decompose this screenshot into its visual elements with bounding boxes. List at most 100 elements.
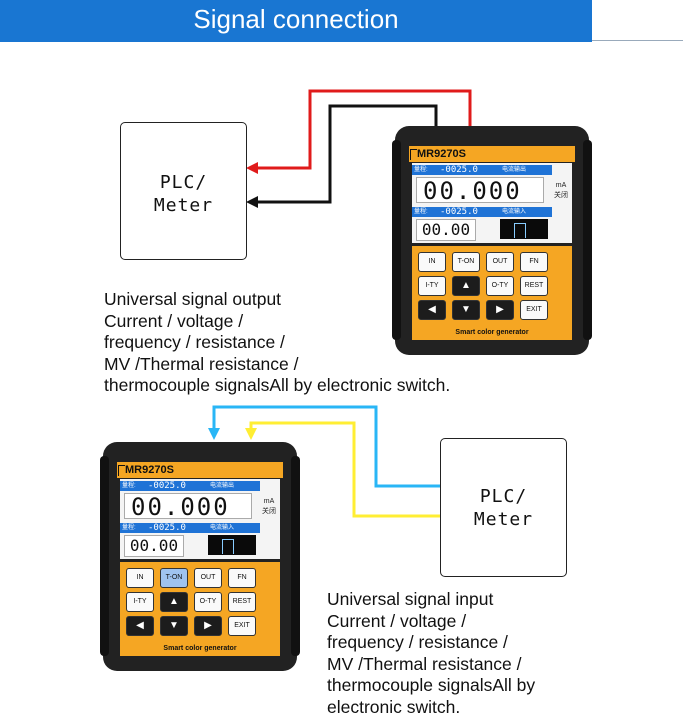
unit-ma: mA xyxy=(263,498,275,505)
mode-tag: 电流输入 xyxy=(210,525,235,531)
range-label: 量程: xyxy=(414,167,428,173)
right-arrow-icon-button[interactable]: ▶ xyxy=(486,300,514,320)
key-t-on-button[interactable]: T-ON xyxy=(160,568,188,588)
left-arrow-icon-button[interactable]: ◀ xyxy=(418,300,446,320)
key-out-button[interactable]: OUT xyxy=(194,568,222,588)
description-line: electronic switch. xyxy=(327,696,461,717)
device-screen: 量程: -0025.0 电流输出 00.000 mA 关闭 量程: -0025.… xyxy=(412,163,572,243)
yellow-arrow-icon xyxy=(245,428,257,440)
mode-tag: 电流输出 xyxy=(502,167,527,173)
right-arrow-icon-button[interactable]: ▶ xyxy=(194,616,222,636)
header-divider xyxy=(592,40,683,41)
output-description: Universal signal output Current / voltag… xyxy=(104,289,450,397)
key-fn-button[interactable]: FN xyxy=(520,252,548,272)
description-line: Current / voltage / xyxy=(104,310,244,331)
key-fn-button[interactable]: FN xyxy=(228,568,256,588)
range-value: -0025.0 xyxy=(440,165,478,175)
screen-input-row: 量程: -0025.0 电流输入 xyxy=(412,207,552,217)
key-t-on-button[interactable]: T-ON xyxy=(452,252,480,272)
screen-input-row: 量程: -0025.0 电流输入 xyxy=(120,523,260,533)
description-line: thermocouple signalsAll by xyxy=(327,675,536,695)
screen-output-row: 量程: -0025.0 电流输出 xyxy=(120,481,260,491)
down-arrow-icon-button[interactable]: ▼ xyxy=(452,300,480,320)
unit-label: mA 关闭 xyxy=(552,181,570,201)
range-label: 量程: xyxy=(122,525,136,531)
range-value: -0025.0 xyxy=(148,481,186,491)
mode-tag: 电流输入 xyxy=(502,209,527,215)
key-in-button[interactable]: IN xyxy=(418,252,446,272)
blue-arrow-icon xyxy=(208,428,220,440)
header-bar xyxy=(0,0,592,42)
screen-output-row: 量程: -0025.0 电流输出 xyxy=(412,165,552,175)
left-arrow-icon-button[interactable]: ◀ xyxy=(126,616,154,636)
blue-wire xyxy=(212,405,440,488)
device-footer: Smart color generator xyxy=(455,329,529,336)
plc-label-line2: Meter xyxy=(473,509,534,530)
red-arrow-icon xyxy=(246,162,258,174)
key-in-button[interactable]: IN xyxy=(126,568,154,588)
secondary-reading: 00.00 xyxy=(416,219,476,241)
range-label: 量程: xyxy=(414,209,428,215)
black-wire xyxy=(254,104,438,204)
mode-tag: 电流输出 xyxy=(210,483,235,489)
black-arrow-icon xyxy=(246,196,258,208)
device-topbar xyxy=(409,146,575,162)
red-wire xyxy=(254,89,472,170)
unit-label: mA 关闭 xyxy=(260,497,278,517)
plc-label-line1: PLC/ xyxy=(159,172,208,193)
plc-label-line2: Meter xyxy=(153,195,214,216)
main-reading: 00.000 xyxy=(124,493,252,520)
unit-off: 关闭 xyxy=(554,192,568,199)
key-exit-button[interactable]: EXIT xyxy=(520,300,548,320)
up-arrow-icon-button[interactable]: ▲ xyxy=(452,276,480,296)
key-rest-button[interactable]: REST xyxy=(520,276,548,296)
device-grip-left xyxy=(392,140,401,340)
key-exit-button[interactable]: EXIT xyxy=(228,616,256,636)
key-i-ty-button[interactable]: I-TY xyxy=(126,592,154,612)
page-title: Signal connection xyxy=(193,4,399,34)
description-line: frequency / resistance / xyxy=(327,632,508,652)
range-label: 量程: xyxy=(122,483,136,489)
unit-ma: mA xyxy=(555,182,567,189)
plc-meter-box-bottom: PLC/ Meter xyxy=(440,438,567,577)
up-arrow-icon-button[interactable]: ▲ xyxy=(160,592,188,612)
description-line: MV /Thermal resistance / xyxy=(327,653,522,674)
device-model: MR9270S xyxy=(125,464,174,476)
down-arrow-icon-button[interactable]: ▼ xyxy=(160,616,188,636)
key-out-button[interactable]: OUT xyxy=(486,252,514,272)
range-value: -0025.0 xyxy=(440,207,478,217)
device-model: MR9270S xyxy=(417,148,466,160)
bracket-icon xyxy=(118,465,125,476)
waveform-graph xyxy=(500,219,548,239)
bracket-icon xyxy=(410,149,417,160)
key-rest-button[interactable]: REST xyxy=(228,592,256,612)
waveform-line xyxy=(514,223,526,238)
waveform-graph xyxy=(208,535,256,555)
device-screen: 量程: -0025.0 电流输出 00.000 mA 关闭 量程: -0025.… xyxy=(120,479,280,559)
description-line: frequency / resistance / xyxy=(104,332,285,352)
device-footer: Smart color generator xyxy=(163,645,237,652)
description-line: thermocouple signalsAll by electronic sw… xyxy=(104,375,451,395)
description-line: MV /Thermal resistance / xyxy=(104,353,299,374)
unit-off: 关闭 xyxy=(262,508,276,515)
description-line: Universal signal input xyxy=(327,589,494,609)
yellow-wire xyxy=(249,421,440,518)
plc-label-line1: PLC/ xyxy=(479,486,528,507)
keypad-panel: IN T-ON OUT FN I-TY ▲ O-TY REST ◀ ▼ ▶ EXIT Smart co… xyxy=(412,246,572,340)
keypad-panel: IN T-ON OUT FN I-TY ▲ O-TY REST ◀ ▼ ▶ EXIT Smart co… xyxy=(120,562,280,656)
device-grip-right xyxy=(583,140,592,340)
device-topbar xyxy=(117,462,283,478)
description-line: Universal signal output xyxy=(104,289,282,309)
key-o-ty-button[interactable]: O-TY xyxy=(486,276,514,296)
key-o-ty-button[interactable]: O-TY xyxy=(194,592,222,612)
device-grip-left xyxy=(100,456,109,656)
input-description: Universal signal input Current / voltage… xyxy=(327,589,535,718)
plc-meter-box-top: PLC/ Meter xyxy=(120,122,247,260)
main-reading: 00.000 xyxy=(416,177,544,204)
range-value: -0025.0 xyxy=(148,523,186,533)
key-i-ty-button[interactable]: I-TY xyxy=(418,276,446,296)
secondary-reading: 00.00 xyxy=(124,535,184,557)
device-grip-right xyxy=(291,456,300,656)
description-line: Current / voltage / xyxy=(327,610,467,631)
